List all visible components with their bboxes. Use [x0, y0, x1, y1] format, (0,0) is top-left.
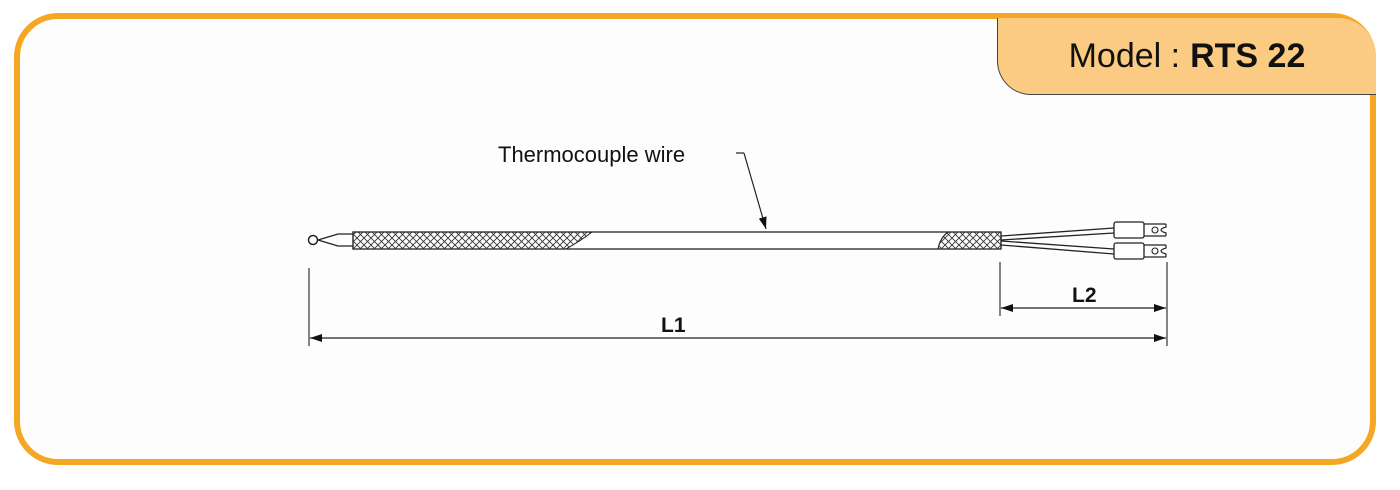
- spade-terminal-bottom: [1113, 242, 1167, 260]
- braid-right: [937, 231, 1002, 250]
- spade-terminal-top: [1113, 221, 1167, 239]
- braid-left: [352, 231, 594, 250]
- sheath-body: [352, 231, 1002, 250]
- wire-label: Thermocouple wire: [498, 142, 685, 167]
- model-value: RTS 22: [1190, 36, 1306, 75]
- extension-lines: [308, 262, 1168, 346]
- model-tab: Model : RTS 22: [997, 18, 1376, 95]
- l2-label: L2: [1072, 284, 1097, 307]
- model-label: Model :: [1068, 36, 1181, 75]
- probe-tip: [307, 233, 353, 247]
- wire-leader: [736, 152, 767, 230]
- lead-wires: [1000, 227, 1115, 255]
- l1-label: L1: [661, 314, 686, 337]
